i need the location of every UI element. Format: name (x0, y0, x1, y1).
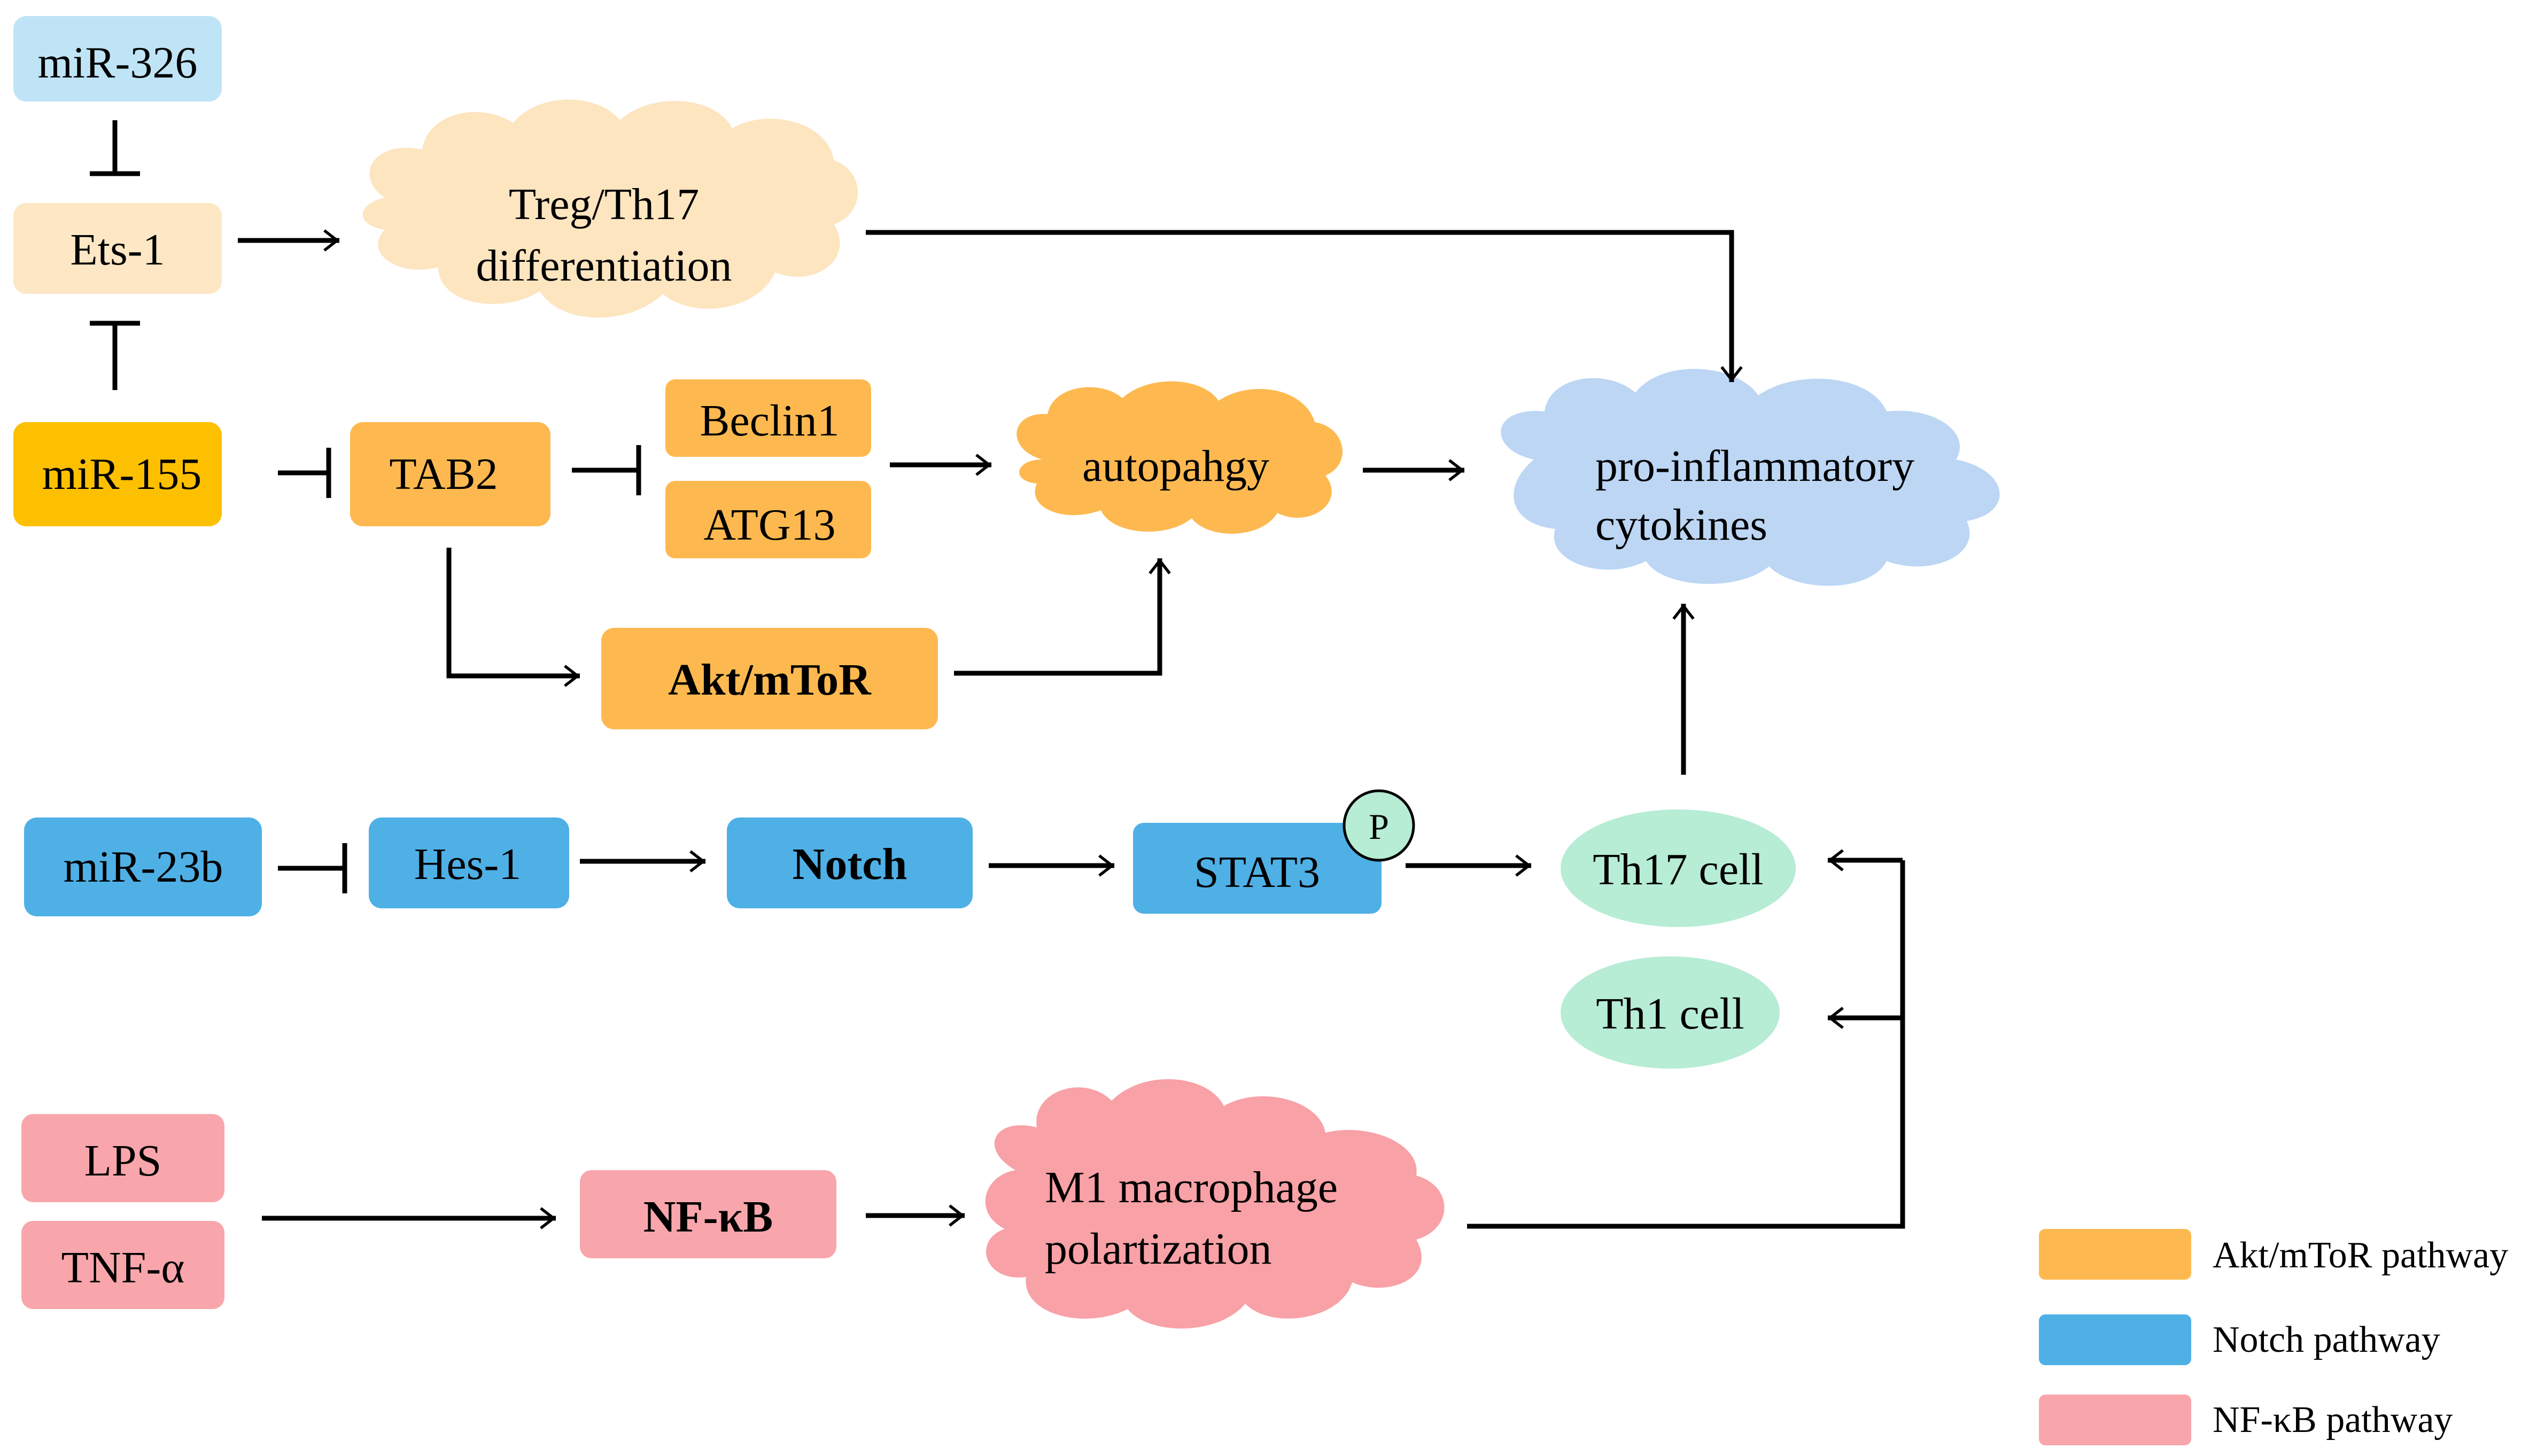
legend: Akt/mToR pathway Notch pathway NF-κB pat… (2039, 1229, 2508, 1445)
lps-label: LPS (84, 1136, 162, 1186)
mir155-label: miR-155 (42, 449, 202, 499)
edge-akt-autophagy (954, 558, 1171, 676)
beclin1-label: Beclin1 (700, 396, 839, 446)
legend-item-nfkb: NF-κB pathway (2039, 1395, 2453, 1445)
edge-mir155-ets1 (90, 321, 140, 390)
edge-tab2-beclin-atg13 (572, 445, 641, 495)
mir23b-node: miR-23b (24, 817, 262, 916)
legend-item-akt: Akt/mToR pathway (2039, 1229, 2508, 1280)
treg-th17-cloud: Treg/Th17 differentiation (362, 99, 858, 318)
edge-treg-cytokines (866, 230, 1743, 383)
stat3-node: STAT3 (1133, 823, 1382, 914)
notch-node: Notch (727, 817, 973, 908)
legend-label-notch: Notch pathway (2213, 1319, 2440, 1360)
m1-macrophage-label-line2: polartization (1045, 1224, 1272, 1274)
th17-cell-node: Th17 cell (1561, 809, 1796, 927)
ets1-node: Ets-1 (13, 203, 222, 294)
edge-mir23b-hes1 (278, 843, 347, 893)
stat3-label: STAT3 (1194, 847, 1320, 897)
mir326-node: miR-326 (13, 16, 222, 102)
legend-label-akt: Akt/mToR pathway (2213, 1235, 2508, 1276)
autophagy-label: autopahgy (1082, 441, 1269, 491)
phospho-label: P (1369, 806, 1389, 847)
mir155-node: miR-155 (13, 422, 222, 526)
treg-th17-label-line2: differentiation (476, 241, 732, 291)
legend-item-notch: Notch pathway (2039, 1314, 2440, 1365)
atg13-node: ATG13 (665, 481, 871, 558)
treg-th17-label-line1: Treg/Th17 (509, 180, 699, 229)
hes1-label: Hes-1 (414, 839, 522, 889)
cytokines-label-line1: pro-inflammatory (1595, 441, 1914, 491)
m1-macrophage-cloud: M1 macrophage polartization (985, 1079, 1445, 1329)
tnf-alpha-node: TNF-α (21, 1221, 224, 1309)
ets1-label: Ets-1 (70, 225, 165, 275)
akt-mtor-label: Akt/mToR (668, 655, 872, 705)
tab2-node: TAB2 (350, 422, 550, 526)
m1-macrophage-label-line1: M1 macrophage (1045, 1163, 1338, 1212)
nfkb-label: NF-κB (643, 1192, 773, 1242)
edge-mir326-ets1 (90, 120, 140, 176)
tnf-alpha-label: TNF-α (61, 1243, 185, 1293)
lps-node: LPS (21, 1114, 224, 1202)
atg13-label: ATG13 (703, 500, 835, 550)
edge-tab2-akt (446, 548, 580, 687)
cytokines-label-line2: cytokines (1595, 500, 1767, 550)
legend-label-nfkb: NF-κB pathway (2213, 1399, 2453, 1441)
mir326-label: miR-326 (38, 38, 198, 88)
phospho-marker: P (1343, 789, 1415, 862)
edge-m1-th-cells (1467, 860, 1905, 1229)
akt-mtor-node: Akt/mToR (601, 628, 938, 729)
th1-cell-node: Th1 cell (1561, 956, 1780, 1069)
hes1-node: Hes-1 (369, 817, 569, 908)
autophagy-cloud: autopahgy (1017, 381, 1343, 534)
nfkb-node: NF-κB (580, 1170, 836, 1258)
th1-cell-label: Th1 cell (1596, 989, 1744, 1039)
mir23b-label: miR-23b (64, 842, 223, 892)
notch-label: Notch (793, 839, 907, 889)
beclin1-node: Beclin1 (665, 379, 871, 457)
tab2-label: TAB2 (389, 449, 498, 499)
cytokines-cloud: pro-inflammatory cytokines (1501, 369, 2000, 586)
th17-cell-label: Th17 cell (1593, 845, 1764, 894)
edge-mir155-tab2 (278, 448, 331, 498)
